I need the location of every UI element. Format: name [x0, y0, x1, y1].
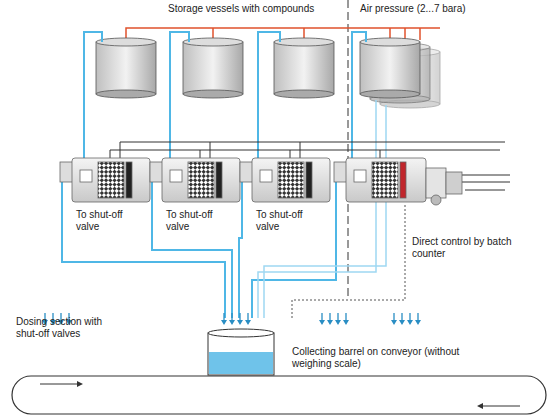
- destination-label: To shut-off valve: [166, 209, 232, 233]
- pressure-label: Air pressure (2...7 bara): [360, 3, 540, 15]
- control-label: Direct control by batch counter: [412, 236, 522, 260]
- destination-label: To shut-off valve: [76, 209, 142, 233]
- section-label: Dosing section with shut-off valves: [16, 316, 116, 340]
- destination-label: To shut-off valve: [256, 209, 322, 233]
- heading-label: Storage vessels with compounds: [168, 3, 368, 15]
- barrel-label: Collecting barrel on conveyor (without w…: [292, 346, 462, 370]
